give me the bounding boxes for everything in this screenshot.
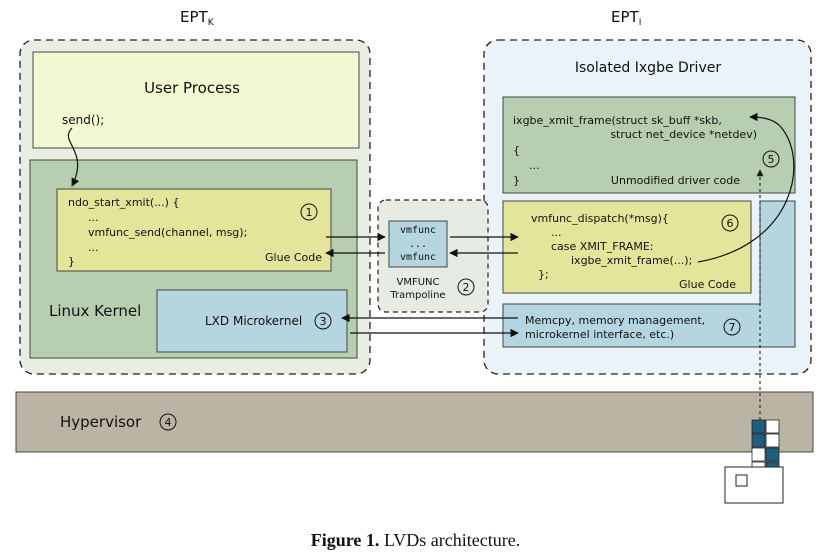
trampoline-number-circle	[457, 278, 475, 296]
glue-code-number: 1	[306, 206, 313, 219]
trampoline-label-1: VMFUNC	[396, 277, 439, 288]
send-call-label: send();	[62, 113, 104, 127]
hypervisor-number-circle	[159, 413, 177, 431]
vmfunc-box	[388, 220, 448, 268]
glue-line-1: ndo_start_xmit(...) {	[68, 196, 179, 209]
driver-line-4: ...	[529, 159, 540, 172]
glue-line-3: vmfunc_send(channel, msg);	[88, 226, 247, 239]
support-number-circle	[723, 318, 741, 336]
left-glue-code-box	[56, 188, 332, 272]
dispatch-line-3: case XMIT_FRAME:	[551, 240, 653, 253]
driver-line-2: struct net_device *netdev)	[610, 128, 757, 141]
hypervisor-label: Hypervisor	[60, 413, 142, 431]
support-line-2: microkernel interface, etc.)	[525, 328, 674, 341]
dispatch-line-2: ...	[551, 226, 562, 239]
glue-line-2: ...	[88, 211, 99, 224]
ept-i-header: EPTI	[611, 8, 641, 28]
vmfunc-line-3: vmfunc	[400, 252, 436, 263]
driver-number-circle	[762, 150, 780, 168]
trampoline-label-2: Trampoline	[389, 290, 445, 301]
dispatch-number-circle	[721, 214, 739, 232]
ept-k-header: EPTK	[180, 8, 215, 28]
glue-code-number-circle	[300, 203, 318, 221]
hypervisor-number: 4	[165, 416, 172, 429]
dispatch-to-driver-arrow	[697, 112, 795, 263]
lxd-number-circle	[314, 312, 332, 330]
figure-caption: Figure 1. LVDs architecture.	[0, 530, 831, 551]
driver-code-label: Unmodified driver code	[611, 174, 740, 187]
dispatch-number: 6	[727, 217, 734, 230]
linux-kernel-label: Linux Kernel	[49, 302, 141, 320]
driver-number: 5	[768, 153, 775, 166]
lxd-microkernel-label: LXD Microkernel	[205, 314, 302, 328]
support-number: 7	[729, 321, 736, 334]
dispatch-glue-box	[502, 200, 752, 294]
isolated-driver-title: Isolated Ixgbe Driver	[575, 60, 721, 76]
vmfunc-line-1: vmfunc	[400, 225, 436, 236]
dispatch-glue-label: Glue Code	[679, 278, 736, 291]
hypervisor-box	[15, 391, 814, 453]
driver-line-1: ixgbe_xmit_frame(struct sk_buff *skb,	[513, 114, 722, 127]
glue-line-5: }	[68, 255, 75, 268]
lxd-number: 3	[320, 315, 327, 328]
trampoline-number: 2	[463, 281, 470, 294]
support-line-1: Memcpy, memory management,	[525, 314, 705, 327]
nic-device-icon	[724, 419, 784, 504]
glue-line-4: ...	[88, 241, 99, 254]
dispatch-line-4: ixgbe_xmit_frame(...);	[571, 254, 692, 267]
dispatch-line-1: vmfunc_dispatch(*msg){	[531, 212, 669, 225]
driver-line-5: }	[513, 174, 520, 187]
figure-caption-label: Figure 1.	[310, 530, 380, 550]
figure-caption-text: LVDs architecture.	[383, 530, 521, 550]
left-glue-code-label: Glue Code	[265, 251, 322, 264]
user-process-label: User Process	[144, 79, 240, 97]
dispatch-line-5: };	[538, 268, 549, 281]
driver-line-3: {	[513, 144, 520, 157]
vmfunc-line-2: ...	[409, 239, 427, 250]
driver-code-box	[502, 96, 796, 194]
send-arrow	[67, 127, 80, 187]
user-process-box	[32, 51, 360, 149]
